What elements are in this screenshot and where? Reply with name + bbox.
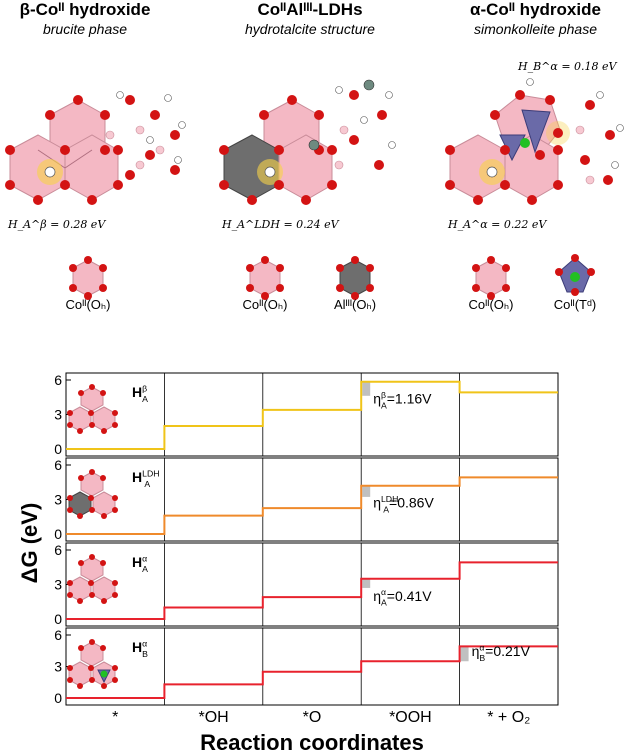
x-category-label: *OH xyxy=(198,709,228,726)
structure-illustrations xyxy=(5,78,624,300)
overpotential-bar xyxy=(362,485,371,497)
step-series-1 xyxy=(66,476,558,535)
h-alpha-a-label: H_A^α = 0.22 eV xyxy=(448,218,547,231)
y-axis-title: ΔG (eV) xyxy=(17,502,42,584)
step-series-2 xyxy=(66,561,558,620)
unit-co-oh-ldh xyxy=(246,256,284,300)
unit-label-co-oh-ldh: Coᴵᴵ(Oₕ) xyxy=(242,297,288,312)
x-category-label: *O xyxy=(303,709,322,726)
y-tick-label: 0 xyxy=(54,611,62,627)
unit-label-al-oh-ldh: Alᴵᴵᴵ(Oₕ) xyxy=(333,297,377,312)
x-category-label: *OOH xyxy=(389,709,432,726)
beta-brucite-structure xyxy=(5,91,186,205)
structure-subtitle-beta: brucite phase xyxy=(42,21,128,37)
y-tick-label: 3 xyxy=(54,577,62,593)
overpotential-bar xyxy=(362,381,371,396)
h-beta-a-label: H_A^β = 0.28 eV xyxy=(8,218,106,231)
unit-co-oh-beta xyxy=(69,256,107,300)
structure-title-alpha: α-Coᴵᴵ hydroxide xyxy=(470,0,601,19)
mini-structure-icon xyxy=(67,639,118,689)
y-tick-label: 6 xyxy=(54,457,62,473)
structure-subtitle-ldh: hydrotalcite structure xyxy=(245,21,375,37)
h-ldh-a-label: H_A^LDH = 0.24 eV xyxy=(222,218,339,231)
y-tick-label: 6 xyxy=(54,627,62,643)
y-tick-label: 0 xyxy=(54,526,62,542)
x-axis-title: Reaction coordinates xyxy=(200,730,424,755)
unit-label-co-oh-alpha: Coᴵᴵ(Oₕ) xyxy=(468,297,514,312)
y-tick-label: 3 xyxy=(54,492,62,508)
y-tick-label: 6 xyxy=(54,372,62,388)
y-tick-label: 3 xyxy=(54,407,62,423)
mini-structure-icon xyxy=(67,384,118,434)
unit-label-co-oh-beta: Coᴵᴵ(Oₕ) xyxy=(65,297,111,312)
unit-label-co-td-alpha: Coᴵᴵ(Tᵈ) xyxy=(553,297,597,312)
y-tick-label: 3 xyxy=(54,659,62,675)
y-tick-label: 6 xyxy=(54,542,62,558)
alpha-simonkolleite-structure xyxy=(445,78,624,205)
step-series-0 xyxy=(66,380,558,450)
x-category-label: * xyxy=(112,709,118,726)
mini-structure-icon xyxy=(67,554,118,604)
overpotential-bar xyxy=(460,646,469,662)
mini-structure-icon xyxy=(67,469,118,519)
x-category-label: * + O₂ xyxy=(487,709,530,726)
h-alpha-b-label: H_B^α = 0.18 eV xyxy=(518,60,617,73)
step-series-3 xyxy=(66,645,558,699)
structure-title-beta: β-Coᴵᴵ hydroxide xyxy=(19,0,151,19)
overpotential-bar xyxy=(362,578,371,588)
y-tick-label: 0 xyxy=(54,690,62,706)
unit-co-oh-alpha xyxy=(472,256,510,300)
unit-al-oh-ldh xyxy=(336,256,374,300)
structure-title-ldh: CoᴵᴵAlᴵᴵᴵ-LDHs xyxy=(257,0,363,19)
ldh-structure xyxy=(219,79,396,205)
y-tick-label: 0 xyxy=(54,441,62,457)
unit-co-td-alpha xyxy=(555,254,595,296)
structure-subtitle-alpha: simonkolleite phase xyxy=(474,21,597,37)
